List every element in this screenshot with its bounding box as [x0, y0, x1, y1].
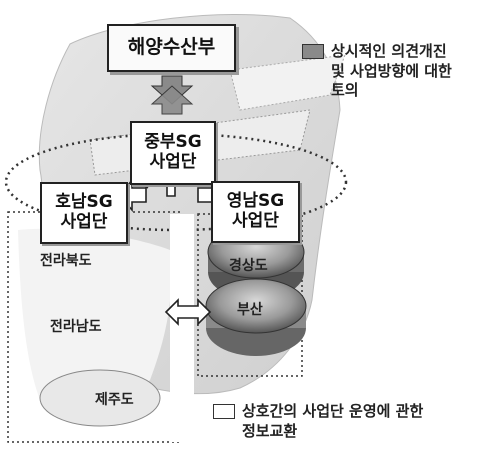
jeju-island: [39, 369, 161, 427]
legend-gray-line3: 토의: [331, 81, 359, 99]
region-jeonbuk: 전라북도: [40, 253, 92, 269]
ministry-box: 해양수산부: [107, 24, 236, 72]
ministry-label: 해양수산부: [127, 36, 216, 59]
center-channel: [170, 214, 194, 442]
legend-gray-line2: 및 사업방향에 대한: [331, 61, 452, 80]
legend-white-line2: 정보교환: [242, 421, 298, 440]
honam-sg-line2: 사업단: [60, 212, 108, 232]
honam-sg-box: 호남SG 사업단: [40, 182, 128, 244]
legend-gray: 상시적인 의견개진 및 사업방향에 대한 토의: [302, 42, 452, 101]
gray-double-arrow: [150, 75, 194, 115]
white-double-arrow-honam-yeongnam: [164, 298, 212, 326]
legend-gray-line1: 상시적인 의견개진: [331, 42, 447, 60]
central-sg-line2: 사업단: [149, 152, 197, 172]
legend-white: 상호간의 사업단 운영에 관한 정보교환: [213, 402, 423, 441]
central-sg-line1: 중부SG: [144, 132, 202, 153]
honam-landmass: [18, 228, 172, 411]
busan-stone-top: [205, 278, 307, 334]
yeongnam-sg-line1: 영남SG: [226, 191, 285, 212]
region-busan: 부산: [237, 302, 263, 318]
legend-gray-swatch: [302, 44, 324, 59]
region-jeju: 제주도: [95, 392, 134, 408]
region-gyeongsang: 경상도: [229, 258, 268, 274]
map-texture-band: [229, 54, 346, 111]
yeongnam-sg-box: 영남SG 사업단: [211, 181, 300, 243]
region-jeonnam: 전라남도: [50, 319, 102, 335]
yeongnam-sg-line2: 사업단: [232, 211, 279, 231]
central-sg-box: 중부SG 사업단: [130, 121, 216, 185]
honam-sg-line1: 호남SG: [55, 192, 113, 213]
central-zone-ellipse: [4, 132, 348, 232]
legend-white-line1: 상호간의 사업단 운영에 관한: [242, 402, 424, 420]
legend-white-swatch: [213, 404, 235, 419]
